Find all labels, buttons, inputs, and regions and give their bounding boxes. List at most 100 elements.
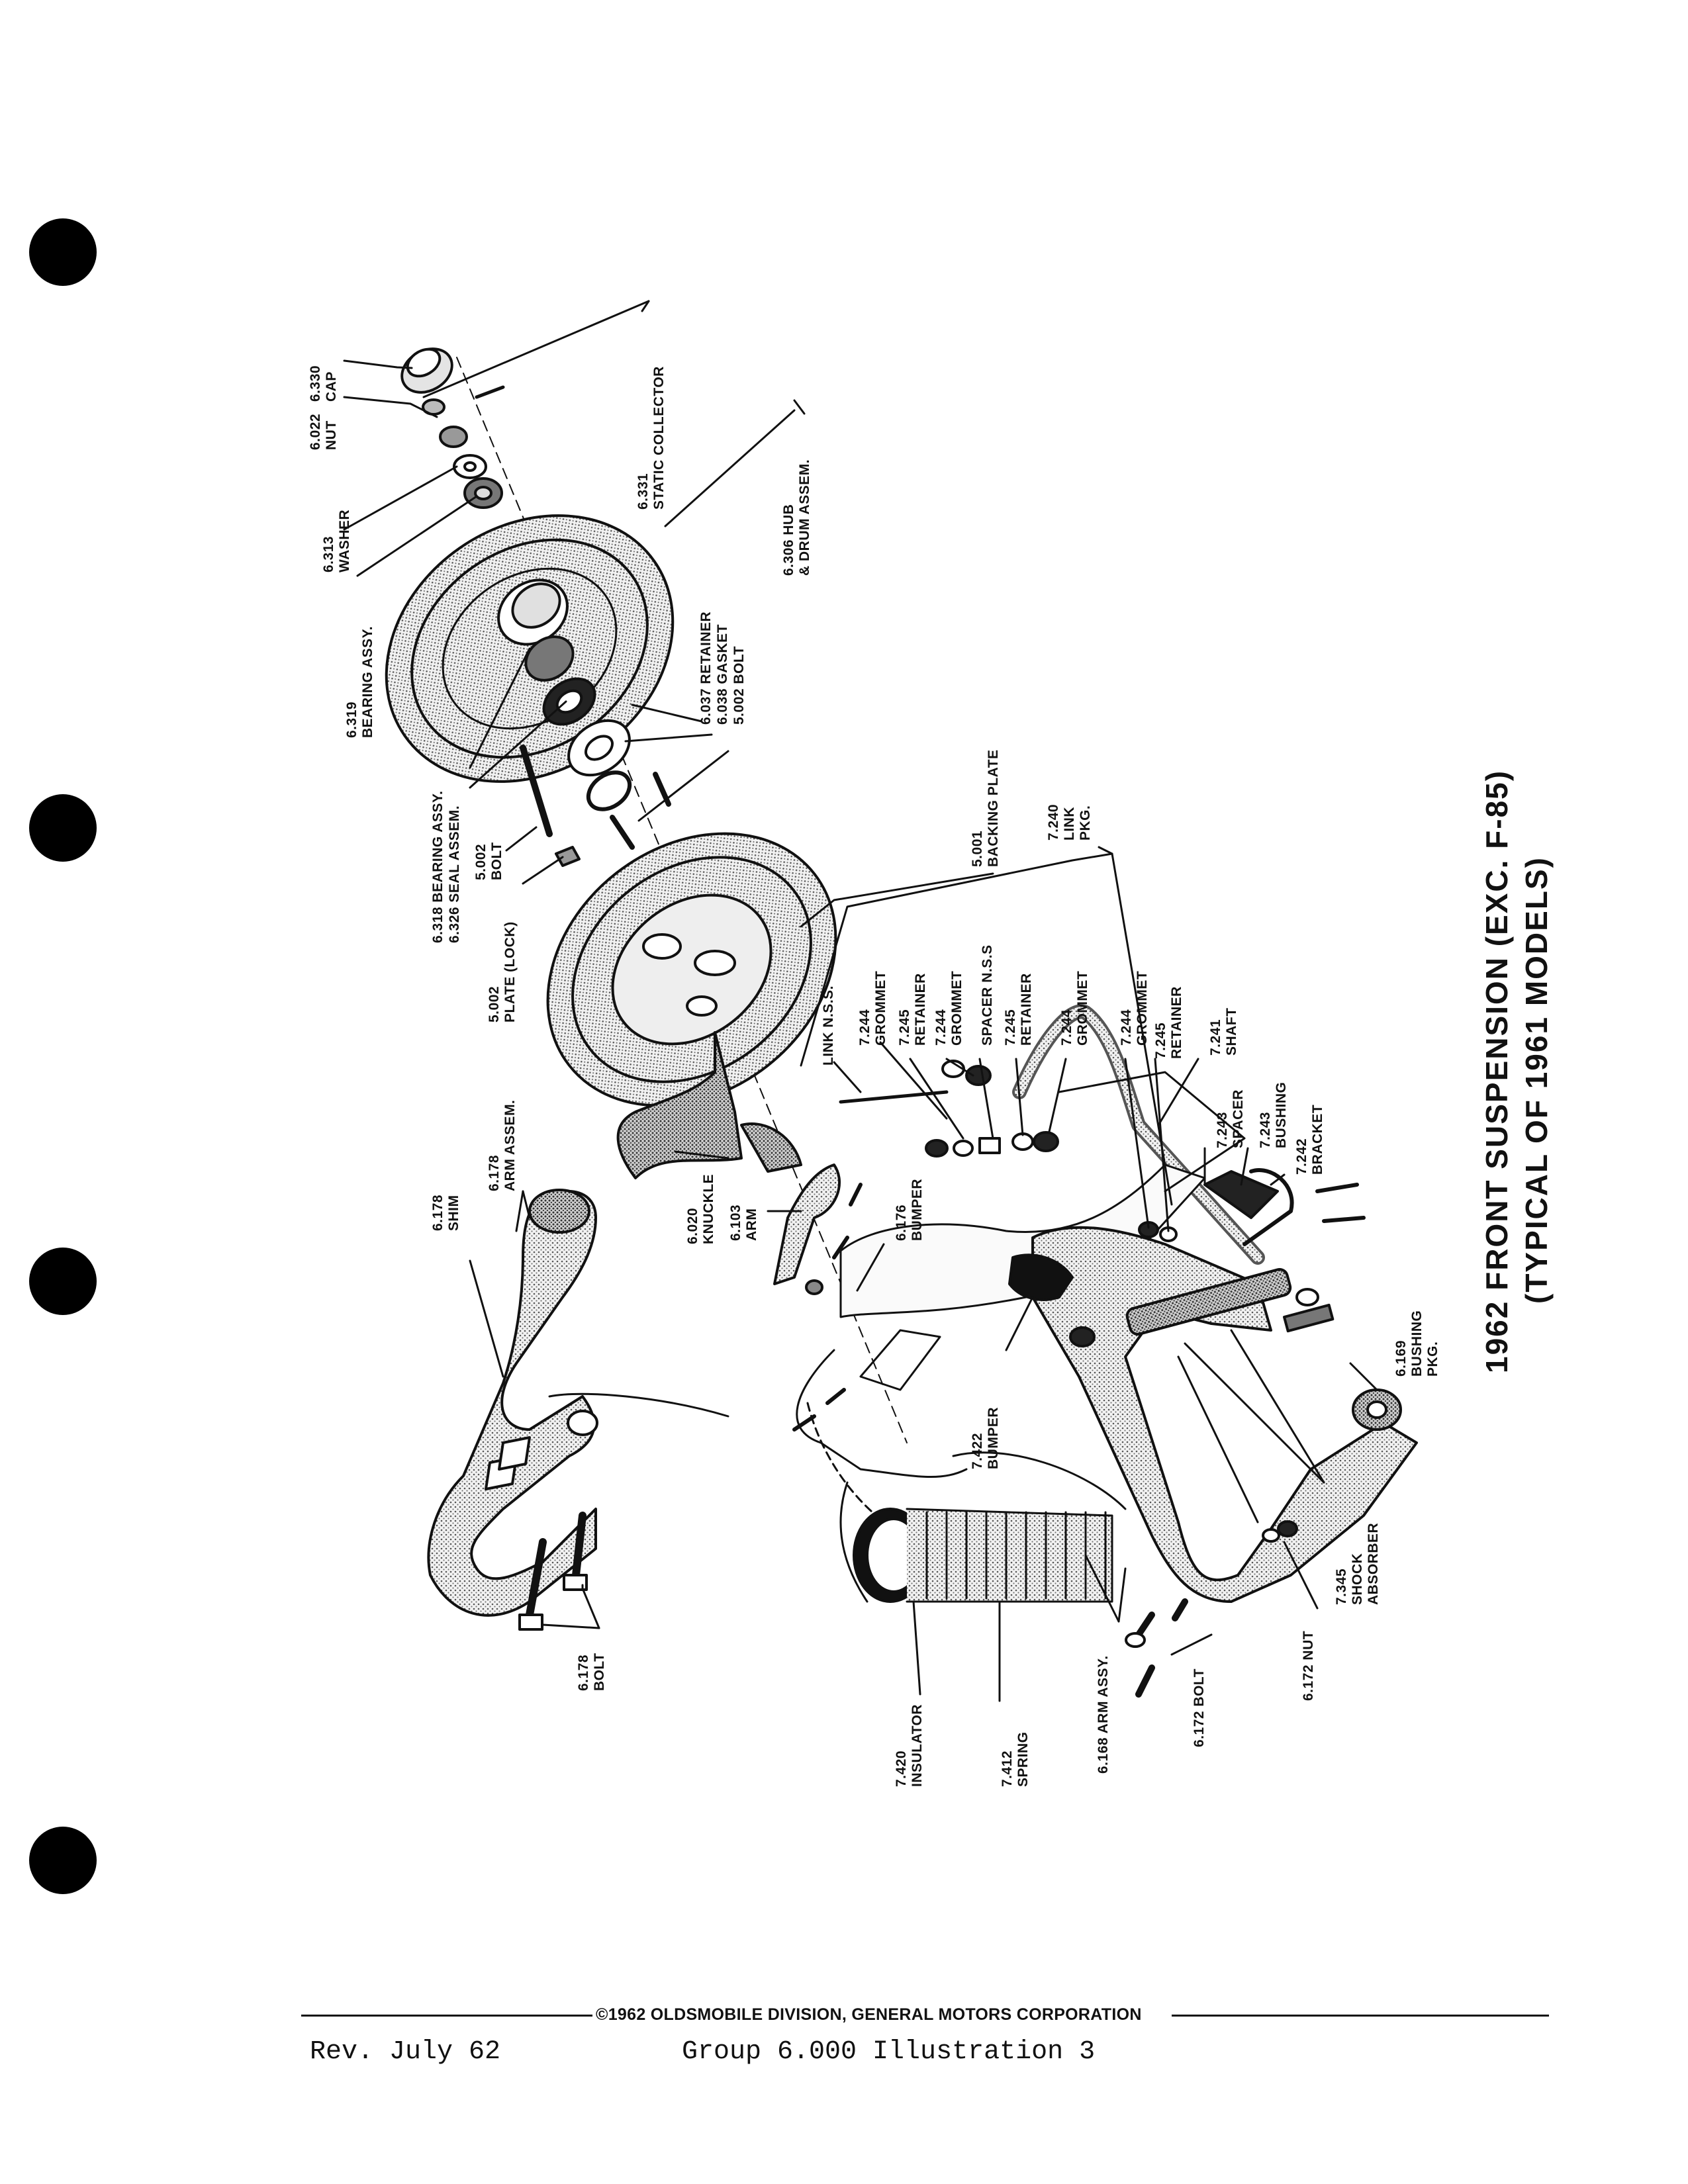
callout-name: BRACKET xyxy=(1310,1104,1325,1175)
callout-number: 6.037 xyxy=(698,688,714,725)
callout-knuckle: 6.020 KNUCKLE xyxy=(685,1174,717,1244)
callout-name: SPACER xyxy=(1231,1089,1246,1148)
callout-number: 6.326 xyxy=(447,906,462,943)
callout-name: PKG. xyxy=(1425,1341,1440,1377)
callout-name: SHAFT xyxy=(1224,1007,1239,1056)
callout-bolt-5002-upper: 5.002 BOLT xyxy=(731,646,747,725)
callout-name: BOLT xyxy=(489,842,504,880)
callout-spring: 7.412 SPRING xyxy=(1000,1731,1031,1787)
callout-number: 6.319 xyxy=(344,701,359,738)
callout-number: 7.243 xyxy=(1215,1111,1230,1148)
callout-steering-arm: 6.103 ARM xyxy=(728,1205,760,1241)
callout-number: 5.002 xyxy=(473,843,489,880)
callout-number: 7.240 xyxy=(1046,803,1061,841)
callout-name: RETAINER xyxy=(1019,973,1034,1046)
callout-name: ARM ASSEM. xyxy=(502,1099,518,1191)
punch-hole xyxy=(29,794,97,862)
shock-absorber xyxy=(1069,1267,1335,1347)
callout-number: 6.318 xyxy=(430,906,445,943)
callout-number: 6.178 xyxy=(487,1154,502,1191)
callout-number: 7.420 xyxy=(894,1750,909,1787)
callout-number: 7.244 xyxy=(1119,1009,1134,1046)
callout-number: 6.169 xyxy=(1393,1340,1409,1377)
callout-number: 5.002 xyxy=(487,985,502,1023)
callout-bracket: 7.242 BRACKET xyxy=(1294,1105,1326,1175)
callout-name: LINK N.S.S. xyxy=(821,985,836,1066)
callout-number: 6.172 xyxy=(1192,1710,1207,1747)
callout-number: 7.242 xyxy=(1294,1138,1309,1175)
callout-name: GROMMET xyxy=(949,970,964,1046)
callout-number: 6.176 xyxy=(894,1204,909,1241)
callout-bumper-6176: 6.176 BUMPER xyxy=(894,1179,925,1241)
callout-upper-arm-assem: 6.178 ARM ASSEM. xyxy=(487,1100,518,1191)
callout-retainer-1: 7.245 RETAINER xyxy=(897,973,929,1046)
callout-backing-plate: 5.001 BACKING PLATE xyxy=(970,749,1002,867)
callout-name: ARM xyxy=(744,1208,759,1241)
callout-bushing-7243: 7.243 BUSHING xyxy=(1258,1082,1289,1148)
callout-bolt-5002: 5.002 BOLT xyxy=(473,842,505,880)
callout-name: BEARING ASSY. xyxy=(360,625,375,738)
callout-name: & DRUM ASSEM. xyxy=(797,459,812,576)
callout-name: PLATE (LOCK) xyxy=(502,921,518,1023)
callout-bolt-6172: 6.172 BOLT xyxy=(1192,1668,1207,1747)
callout-name: SPACER N.S.S xyxy=(980,944,995,1046)
callout-name: SPRING xyxy=(1015,1731,1031,1787)
callout-number: 7.245 xyxy=(897,1009,912,1046)
callout-shim: 6.178 SHIM xyxy=(430,1195,462,1231)
callout-seal-assem: 6.326 SEAL ASSEM. xyxy=(447,805,463,943)
callout-number: 7.345 xyxy=(1334,1568,1349,1605)
callout-insulator: 7.420 INSULATOR xyxy=(894,1704,925,1787)
callout-lower-arm-assy: 6.168 ARM ASSY. xyxy=(1096,1655,1111,1774)
coil-spring xyxy=(853,1508,1113,1603)
callout-number: 6.178 xyxy=(430,1194,445,1231)
steering-knuckle xyxy=(616,1031,743,1179)
footer-rule-left xyxy=(301,2015,592,2017)
callout-number: 6.313 xyxy=(321,535,336,572)
callout-retainer-6037: 6.037 RETAINER xyxy=(698,612,714,725)
callout-number: 7.412 xyxy=(1000,1750,1015,1787)
callout-shaft: 7.241 SHAFT xyxy=(1208,1008,1240,1056)
callout-name: SEAL ASSEM. xyxy=(447,805,462,903)
callout-name: PKG. xyxy=(1078,805,1093,841)
callout-number: 7.241 xyxy=(1208,1019,1223,1056)
upper-control-arm xyxy=(427,1190,597,1617)
callout-number: 6.038 xyxy=(715,688,730,725)
callout-number: 6.306 HUB xyxy=(781,504,796,576)
callout-name: RETAINER xyxy=(698,611,714,684)
callout-shock-absorber: 7.345 SHOCK ABSORBER xyxy=(1334,1523,1382,1605)
callout-name: BOLT xyxy=(1192,1668,1207,1707)
callout-name: GROMMET xyxy=(1075,970,1090,1046)
callout-link-pkg: 7.240 LINK PKG. xyxy=(1046,804,1094,841)
callout-number: 7.245 xyxy=(1153,1022,1168,1059)
callout-number: 7.244 xyxy=(933,1009,949,1046)
callout-retainer-2: 7.245 RETAINER xyxy=(1003,973,1035,1046)
callout-number: 5.002 xyxy=(731,688,747,725)
callout-name: SHIM xyxy=(446,1195,461,1232)
callout-bushing-pkg: 6.169 BUSHING PKG. xyxy=(1393,1310,1441,1377)
callout-number: 6.103 xyxy=(728,1204,743,1241)
callout-nut-6172: 6.172 NUT xyxy=(1301,1631,1317,1701)
callout-name: BUMPER xyxy=(986,1406,1001,1469)
callout-name: BEARING ASSY. xyxy=(430,790,445,903)
callout-name: BUMPER xyxy=(910,1178,925,1241)
callout-grommet-3: 7.244 GROMMET xyxy=(1059,971,1091,1046)
callout-number: 6.178 xyxy=(576,1654,591,1691)
callout-number: 6.022 xyxy=(308,413,323,450)
callout-name: NUT xyxy=(324,420,339,450)
callout-name: BUSHING xyxy=(1274,1081,1289,1148)
callout-number: 7.422 xyxy=(970,1432,985,1469)
callout-name: BOLT xyxy=(731,645,747,684)
callout-name: GROMMET xyxy=(873,970,888,1046)
callout-number: 6.168 xyxy=(1096,1737,1111,1774)
callout-name: CAP xyxy=(324,371,339,402)
callout-number: 6.330 xyxy=(308,365,323,402)
callout-grommet-4: 7.244 GROMMET xyxy=(1119,971,1150,1046)
callout-spacer-7243: 7.243 SPACER xyxy=(1215,1089,1246,1148)
footer-rule-right xyxy=(1172,2015,1549,2017)
callout-name: RETAINER xyxy=(1169,986,1184,1059)
callout-number: 5.001 xyxy=(970,830,985,867)
callout-grommet-1: 7.244 GROMMET xyxy=(857,971,889,1046)
punch-hole xyxy=(29,1827,97,1894)
callout-number: 7.244 xyxy=(857,1009,872,1046)
